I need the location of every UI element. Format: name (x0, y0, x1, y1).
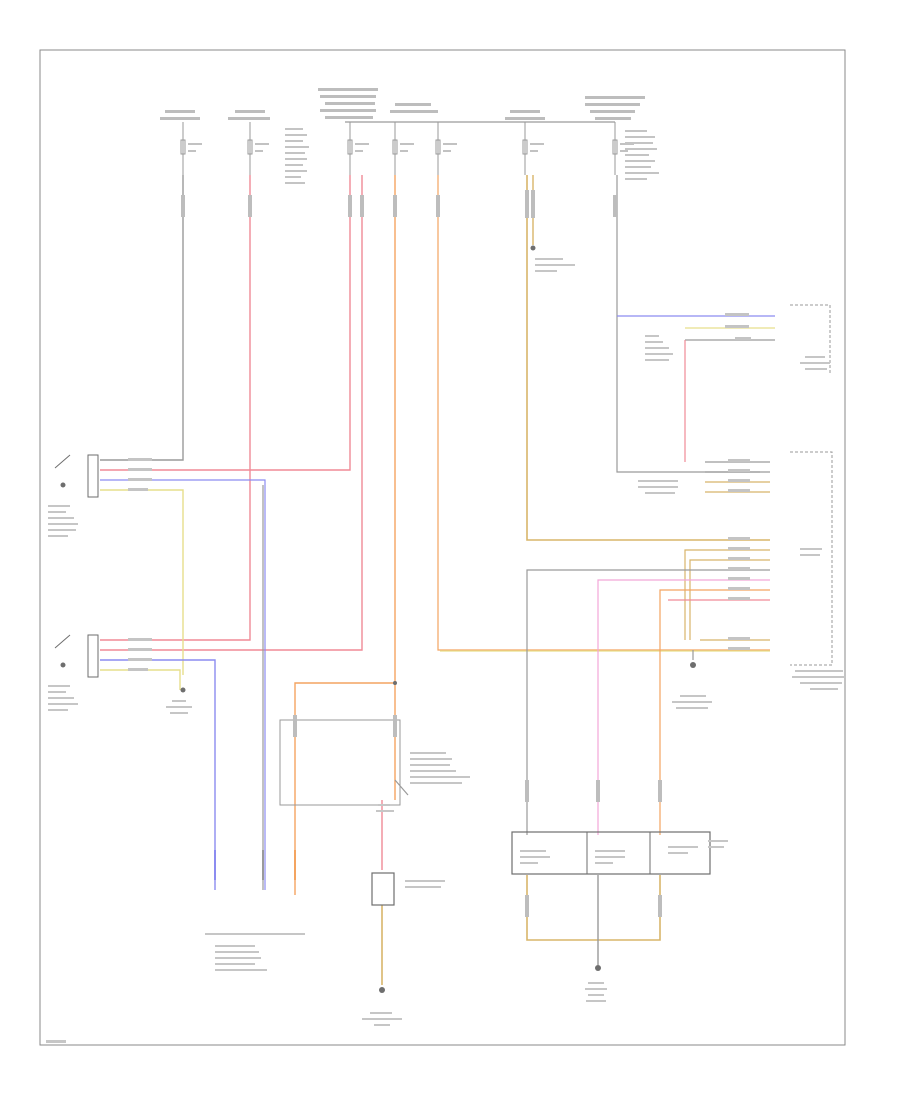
wire-red-fuse3a (100, 175, 351, 471)
wire-red-fuse2 (100, 175, 251, 641)
relay-box (279, 719, 401, 806)
wire-code-marks (181, 190, 662, 917)
left-connector-lower (54, 634, 99, 678)
fuse-symbols (180, 122, 618, 175)
relay-contact (394, 779, 409, 796)
wire-orange-fuse5 (437, 175, 770, 651)
wire-yellow-lower (100, 669, 181, 690)
fuse-labels (188, 143, 634, 152)
solenoid-box (371, 872, 395, 906)
diagram-border (39, 49, 846, 1046)
connector-pin-marks-right (725, 313, 751, 650)
sensor-outline (790, 304, 831, 375)
wire-terminations (214, 850, 296, 880)
lamp-module-box (511, 831, 711, 875)
right-connector-lower-wires (526, 549, 770, 835)
wire-tan-lamp-return (526, 875, 661, 941)
fuse-header-labels (160, 88, 645, 120)
wire-blue-lower (100, 659, 216, 890)
wire-orange-branch (294, 682, 395, 895)
wire-red-fuse3b (100, 175, 363, 651)
left-connector-upper (54, 454, 99, 498)
wire-blue-upper (100, 479, 266, 890)
wire-tan-fuse6 (526, 175, 770, 541)
wire-gray-fuse1 (100, 175, 184, 461)
connector-pin-marks-left (128, 458, 152, 671)
right-connector-upper-wires (705, 461, 770, 493)
fuse-side-notes (285, 128, 659, 184)
component-label-blocks (46, 258, 846, 1043)
wire-gray-fuse7 (616, 175, 760, 473)
control-module-outline (790, 451, 833, 666)
ground-points (180, 245, 696, 993)
wire-yellow-upper (100, 489, 184, 675)
